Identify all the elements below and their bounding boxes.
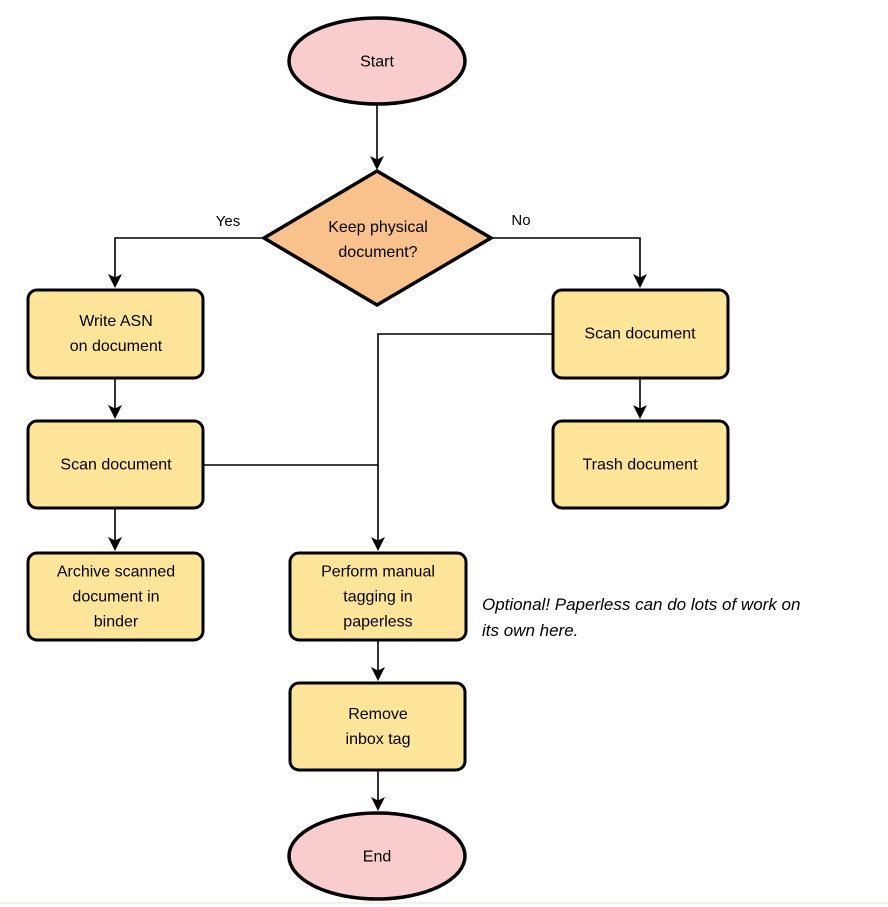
optional-note: Optional! Paperless can do lots of work …	[482, 595, 801, 640]
edge-decision-yes	[108, 237, 264, 288]
manual-tagging-label: Perform manual tagging in paperless	[321, 563, 435, 631]
bottom-hairline	[0, 902, 888, 904]
remove-inbox-tag-label: Remove inbox tag	[345, 706, 411, 748]
decision-label: Keep physical document?	[328, 219, 428, 261]
trash-document-label: Trash document	[582, 456, 698, 474]
start-label: Start	[360, 53, 394, 71]
decision-diamond-shape	[260, 168, 495, 308]
no-edge-label: No	[508, 212, 534, 230]
manual-tagging-box-shape	[288, 551, 468, 642]
archive-box-shape	[26, 551, 205, 642]
write-asn-box-shape	[26, 288, 205, 380]
scan-document-right-label: Scan document	[584, 325, 696, 343]
archive-label: Archive scanned document in binder	[56, 563, 176, 631]
scan-document-left-box-shape	[26, 419, 205, 510]
yes-edge-label: Yes	[212, 213, 244, 231]
scan-document-right-box-shape	[551, 288, 730, 380]
scan-document-left-label: Scan document	[60, 456, 172, 474]
remove-inbox-tag-box-shape	[288, 681, 467, 772]
edge-decision-no	[491, 237, 647, 288]
end-label: End	[362, 848, 392, 866]
start-terminal-shape	[287, 16, 467, 106]
trash-document-box-shape	[551, 419, 730, 510]
edge-scanright-to-tagging	[371, 333, 553, 551]
write-asn-label: Write ASN on document	[69, 313, 163, 355]
end-terminal-shape	[287, 811, 467, 901]
